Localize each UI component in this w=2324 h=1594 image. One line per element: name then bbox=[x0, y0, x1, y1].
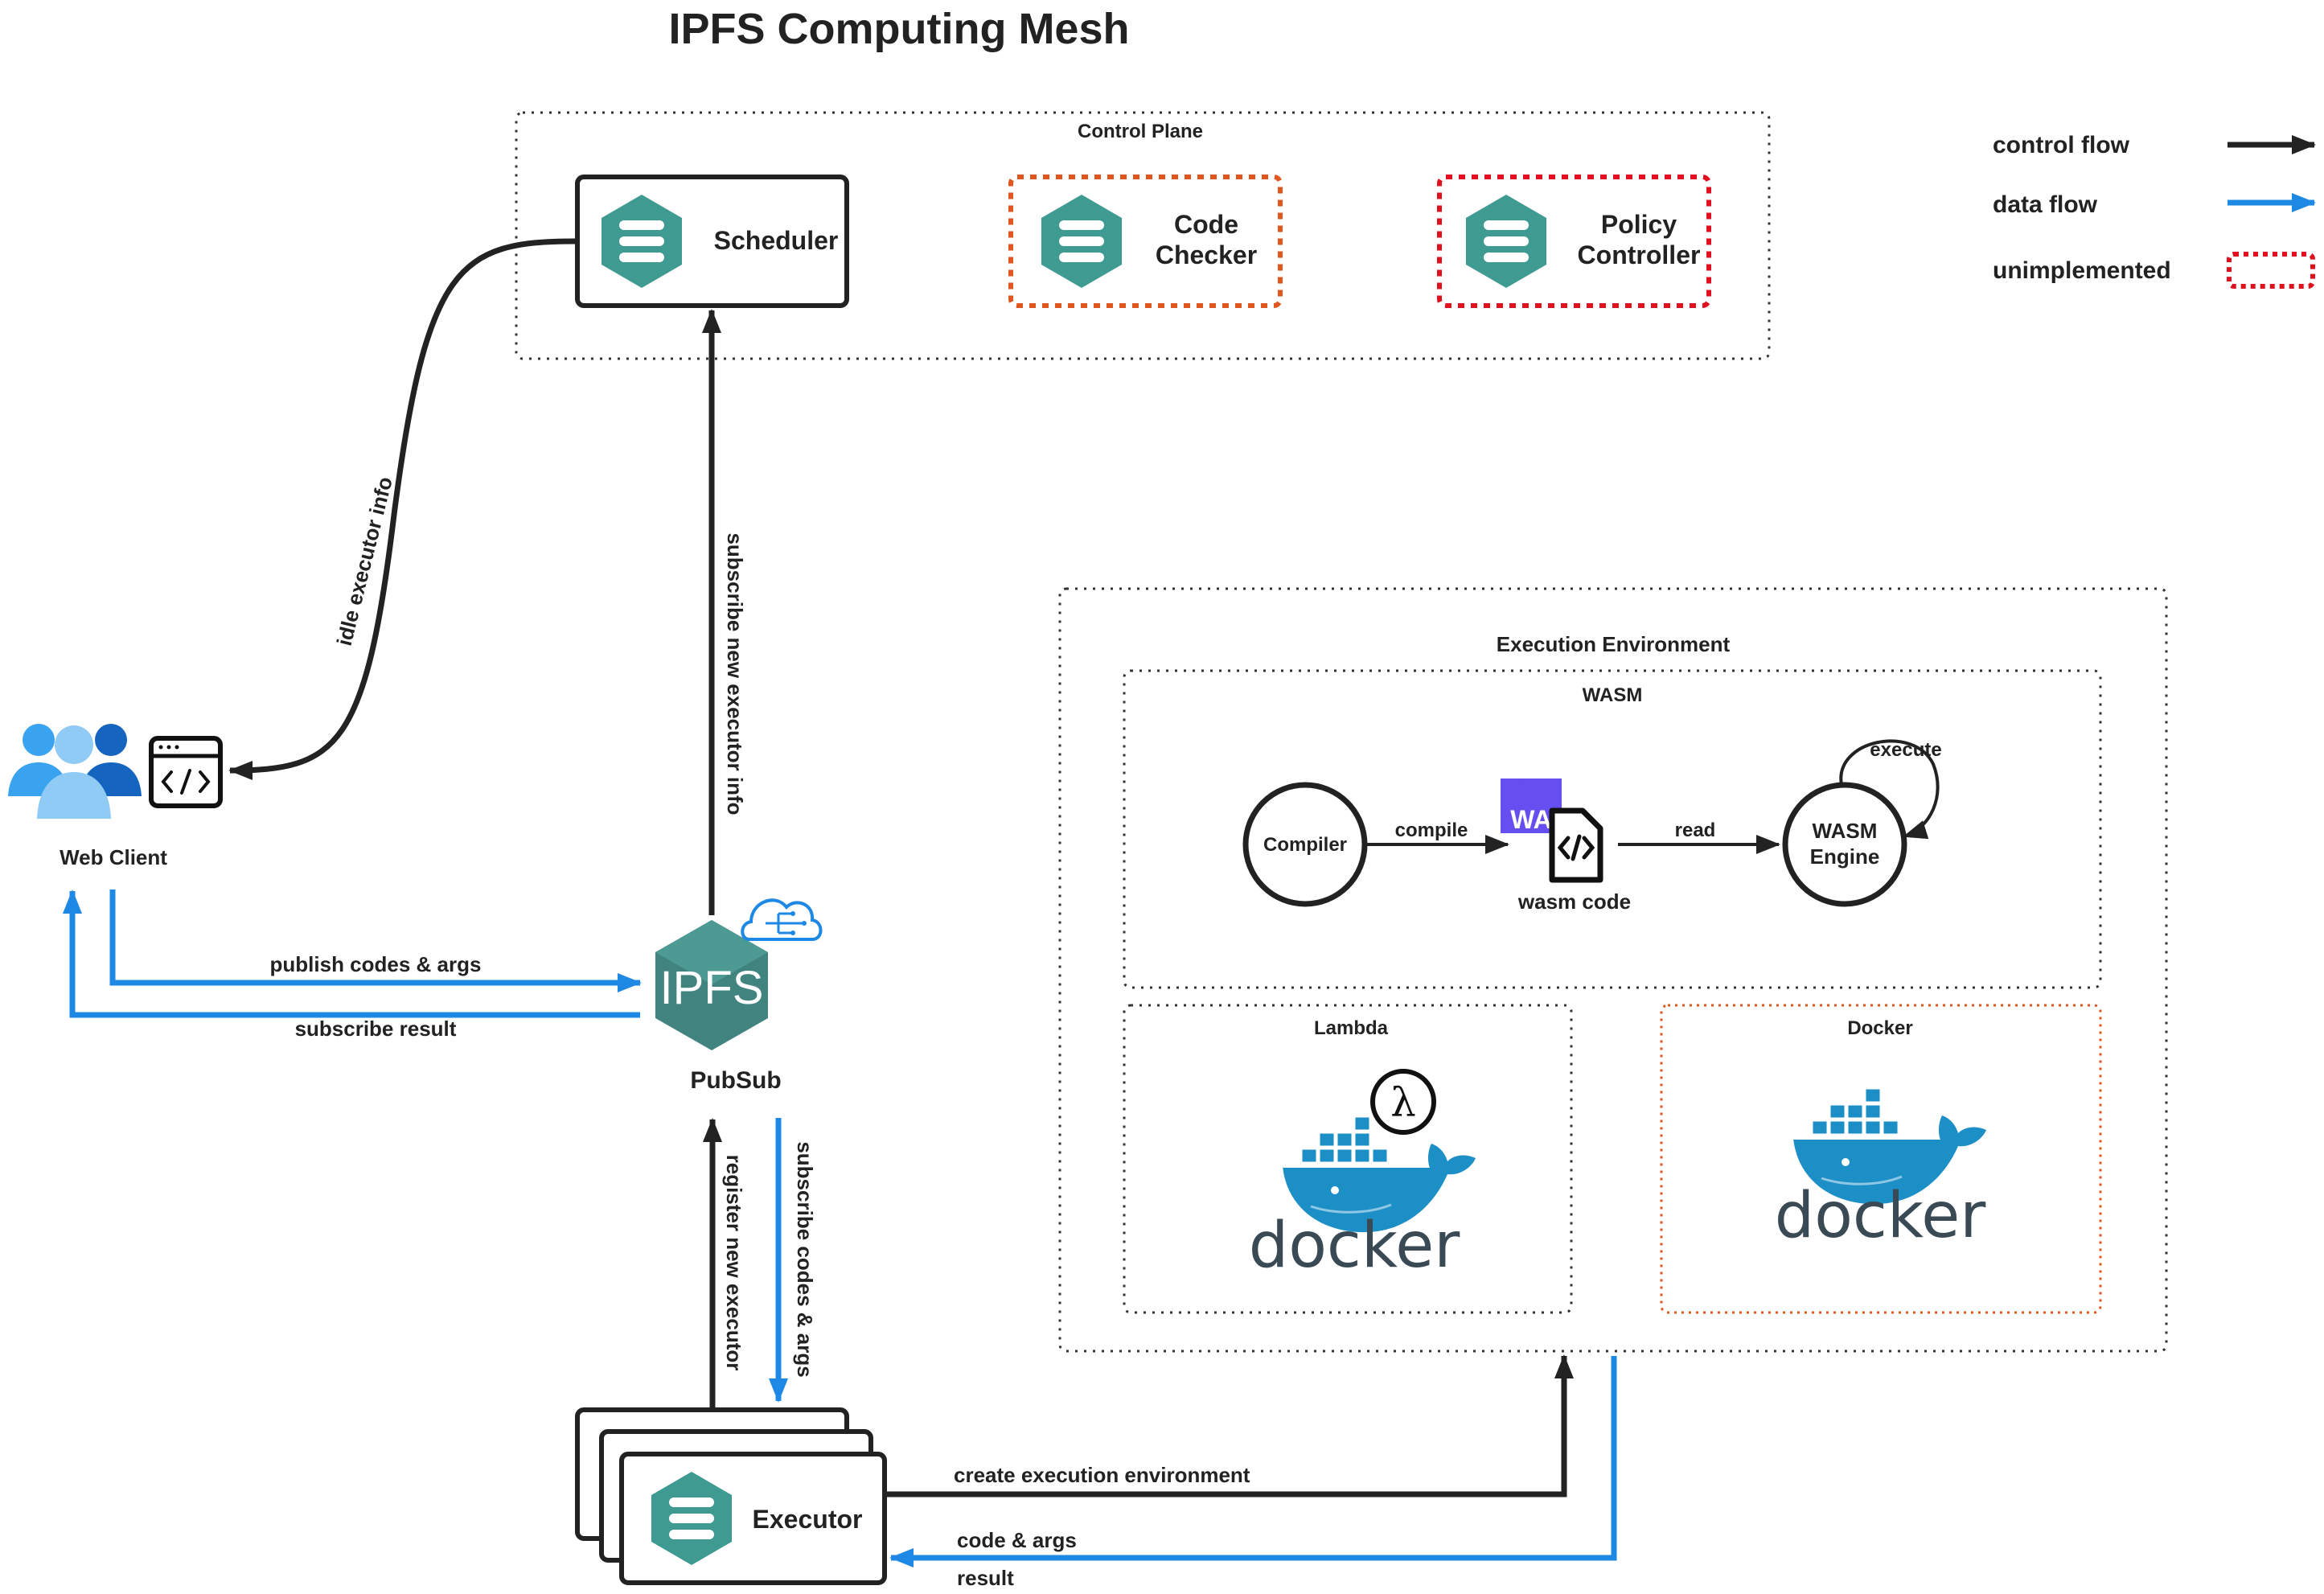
execution-environment: Execution Environment WASM Compiler comp… bbox=[1058, 587, 2168, 1353]
edge-execute bbox=[1839, 739, 1940, 840]
policy-controller-label-line2: Controller bbox=[1578, 240, 1701, 269]
lambda-label: Lambda bbox=[1314, 1017, 1389, 1039]
edge-subscribe-result bbox=[63, 889, 640, 1018]
scheduler-label: Scheduler bbox=[714, 226, 839, 255]
compiler-node bbox=[1242, 782, 1368, 907]
legend-unimplemented-swatch bbox=[2227, 252, 2315, 289]
docker-logo-text: docker bbox=[1775, 1180, 1986, 1252]
control-plane-border bbox=[515, 111, 1771, 360]
docker-label: Docker bbox=[1847, 1017, 1912, 1039]
wasm-engine-label-line1: WASM bbox=[1813, 819, 1878, 843]
edge-read-label: read bbox=[1675, 820, 1716, 841]
edge-create-execution-environment-label: create execution environment bbox=[954, 1463, 1250, 1487]
lambda-border bbox=[1123, 1004, 1573, 1314]
edge-execute-label: execute bbox=[1870, 739, 1941, 761]
edge-subscribe-new-executor-info-label: subscribe new executor info bbox=[723, 532, 747, 815]
edge-idle-executor-info bbox=[228, 238, 576, 780]
web-client-label: Web Client bbox=[60, 845, 167, 869]
wasm-file-icon: WA bbox=[1501, 779, 1603, 883]
code-checker-label-line2: Checker bbox=[1156, 240, 1257, 269]
edge-subscribe-result-label: subscribe result bbox=[295, 1017, 457, 1041]
executor-node: Executor bbox=[575, 1407, 887, 1585]
lambda-docker-logo-text: docker bbox=[1249, 1210, 1460, 1282]
control-plane-label: Control Plane bbox=[1078, 121, 1203, 142]
legend-control-flow-label: control flow bbox=[1993, 132, 2130, 158]
legend-unimplemented-label: unimplemented bbox=[1993, 257, 2171, 284]
policy-controller-label-line1: Policy bbox=[1601, 210, 1677, 239]
legend: control flow data flow unimplemented bbox=[1993, 132, 2316, 289]
cloud-network-icon bbox=[741, 898, 823, 941]
ipfs-hex-icon: IPFS bbox=[655, 920, 768, 1050]
control-plane: Control Plane Scheduler Code Checker Pol… bbox=[515, 111, 1771, 360]
edge-subscribe-codes-args-label: subscribe codes & args bbox=[793, 1141, 817, 1377]
ipfs-logo-text: IPFS bbox=[660, 962, 764, 1014]
lambda-section: Lambda λ docker bbox=[1123, 1004, 1573, 1314]
wa-badge-text: WA bbox=[1510, 805, 1552, 834]
docker-section: Docker docker bbox=[1660, 1004, 2102, 1314]
edge-publish-codes-args bbox=[109, 889, 642, 992]
wasm-engine-node bbox=[1782, 782, 1907, 907]
edge-code-args-label: code & args bbox=[957, 1528, 1077, 1552]
users-icon bbox=[8, 724, 142, 819]
edge-compile-label: compile bbox=[1395, 820, 1468, 841]
code-window-icon bbox=[149, 736, 223, 808]
wasm-engine-label-line2: Engine bbox=[1810, 844, 1880, 869]
code-checker-label-line1: Code bbox=[1174, 210, 1238, 239]
scheduler-node: Scheduler bbox=[575, 175, 849, 308]
web-client-node: Web Client bbox=[8, 724, 223, 869]
lambda-icon: λ bbox=[1370, 1069, 1436, 1135]
execution-environment-label: Execution Environment bbox=[1497, 632, 1731, 656]
edge-result-label: result bbox=[957, 1566, 1014, 1590]
pubsub-label: PubSub bbox=[690, 1067, 781, 1094]
wasm-section: WASM Compiler compile WA wasm code read … bbox=[1123, 669, 2102, 989]
edge-register-new-executor-label: register new executor bbox=[722, 1155, 746, 1371]
executor-label: Executor bbox=[753, 1505, 863, 1534]
wasm-code-label: wasm code bbox=[1517, 889, 1631, 914]
edge-publish-codes-args-label: publish codes & args bbox=[270, 952, 482, 976]
code-checker-node: Code Checker bbox=[1008, 175, 1283, 308]
compiler-label: Compiler bbox=[1263, 834, 1347, 856]
page-title: IPFS Computing Mesh bbox=[669, 5, 1130, 53]
policy-controller-node: Policy Controller bbox=[1437, 175, 1711, 308]
pubsub-node: IPFS PubSub bbox=[655, 898, 823, 1094]
edge-create-execution-environment bbox=[886, 1354, 1574, 1497]
wasm-border bbox=[1123, 669, 2102, 989]
wasm-label: WASM bbox=[1583, 684, 1643, 706]
legend-data-flow-label: data flow bbox=[1993, 191, 2098, 218]
edge-code-args-result bbox=[889, 1356, 1617, 1567]
lambda-symbol: λ bbox=[1390, 1079, 1416, 1126]
execution-environment-border bbox=[1058, 587, 2168, 1353]
